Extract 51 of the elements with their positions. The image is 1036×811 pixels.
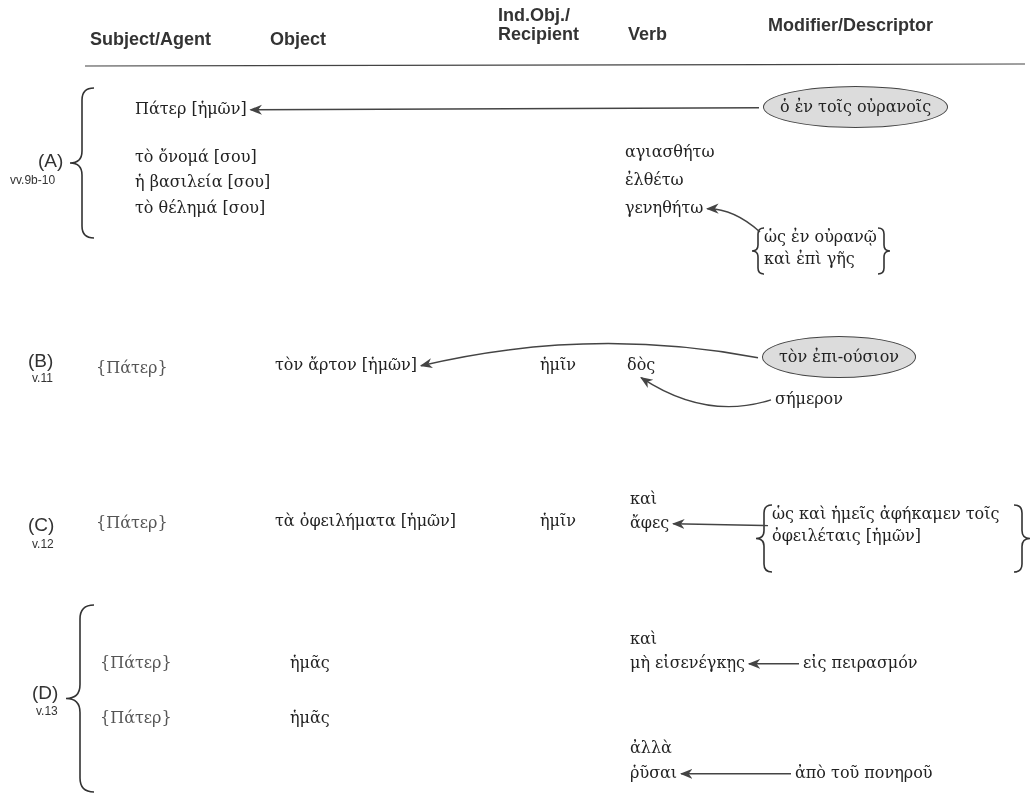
- subject-text: {Πάτερ}: [100, 707, 172, 729]
- verb-text: δὸς: [627, 354, 656, 376]
- subject-text: {Πάτερ}: [100, 652, 172, 674]
- conjunction-text: ἀλλὰ: [630, 737, 672, 759]
- verse-reference: v.13: [36, 703, 58, 720]
- subject-text: τὸ θέλημά [σου]: [135, 197, 266, 219]
- column-header: Object: [270, 30, 326, 49]
- conjunction-text: καὶ: [630, 628, 658, 650]
- verb-text: αγιασθήτω: [625, 141, 715, 163]
- verb-text: μὴ εἰσενέγκῃς: [630, 652, 745, 674]
- arrow: [672, 518, 769, 530]
- column-header: Modifier/Descriptor: [768, 16, 934, 35]
- row-label: (D): [32, 681, 59, 705]
- indirect-object-text: ἡμῖν: [540, 510, 576, 532]
- subject-text: {Πάτερ}: [96, 357, 168, 379]
- object-text: ἡμᾶς: [290, 707, 330, 729]
- verb-text: γενηθήτω: [625, 197, 704, 219]
- arrow: [640, 376, 772, 408]
- subject-text: τὸ ὄνομά [σου]: [135, 146, 257, 168]
- object-text: τὰ ὀφειλήματα [ἡμῶν]: [275, 510, 457, 532]
- column-header: Verb: [628, 25, 668, 44]
- subject-text: Πάτερ [ἡμῶν]: [135, 98, 247, 120]
- object-text: τὸν ἄρτον [ἡμῶν]: [275, 354, 418, 376]
- arrow: [419, 342, 759, 369]
- modifier-text: ὡς καὶ ἡμεῖς ἀφήκαμεν τοῖς ὀφειλέταις [ἡμῶν]: [772, 503, 1018, 547]
- modifier-text: σήμερον: [775, 388, 843, 410]
- row-label: (C): [28, 513, 55, 537]
- modifier-ellipse: ὁ ἐν τοῖς οὐρανοῖς: [763, 86, 949, 128]
- subject-text: ἡ βασιλεία [σου]: [135, 171, 271, 193]
- arrow: [249, 104, 760, 115]
- verb-text: ἐλθέτω: [625, 169, 684, 191]
- conjunction-text: καὶ: [630, 488, 658, 510]
- modifier-text: ἀπὸ τοῦ πονηροῦ: [795, 762, 933, 784]
- column-header: Subject/Agent: [90, 30, 211, 49]
- row-label: (B): [28, 349, 54, 373]
- indirect-object-text: ἡμῖν: [540, 354, 576, 376]
- subject-text: {Πάτερ}: [96, 512, 168, 534]
- arrow: [747, 658, 800, 669]
- verb-text: ῥῦσαι: [630, 762, 678, 784]
- verb-text: ἄφες: [630, 512, 670, 534]
- row-label: (A): [38, 149, 64, 173]
- column-header: Ind.Obj./ Recipient: [498, 6, 581, 44]
- arrow: [706, 204, 761, 233]
- verse-reference: v.12: [32, 536, 54, 553]
- verse-reference: v.11: [32, 371, 53, 387]
- object-text: ἡμᾶς: [290, 652, 330, 674]
- verse-reference: vv.9b-10: [10, 172, 56, 189]
- arrow: [679, 768, 792, 779]
- modifier-text: ὡς ἐν οὐρανῷ καὶ ἐπὶ γῆς: [764, 226, 882, 270]
- modifier-text: εἰς πειρασμόν: [803, 652, 918, 674]
- modifier-ellipse: τὸν ἐπι-ούσιον: [762, 336, 916, 378]
